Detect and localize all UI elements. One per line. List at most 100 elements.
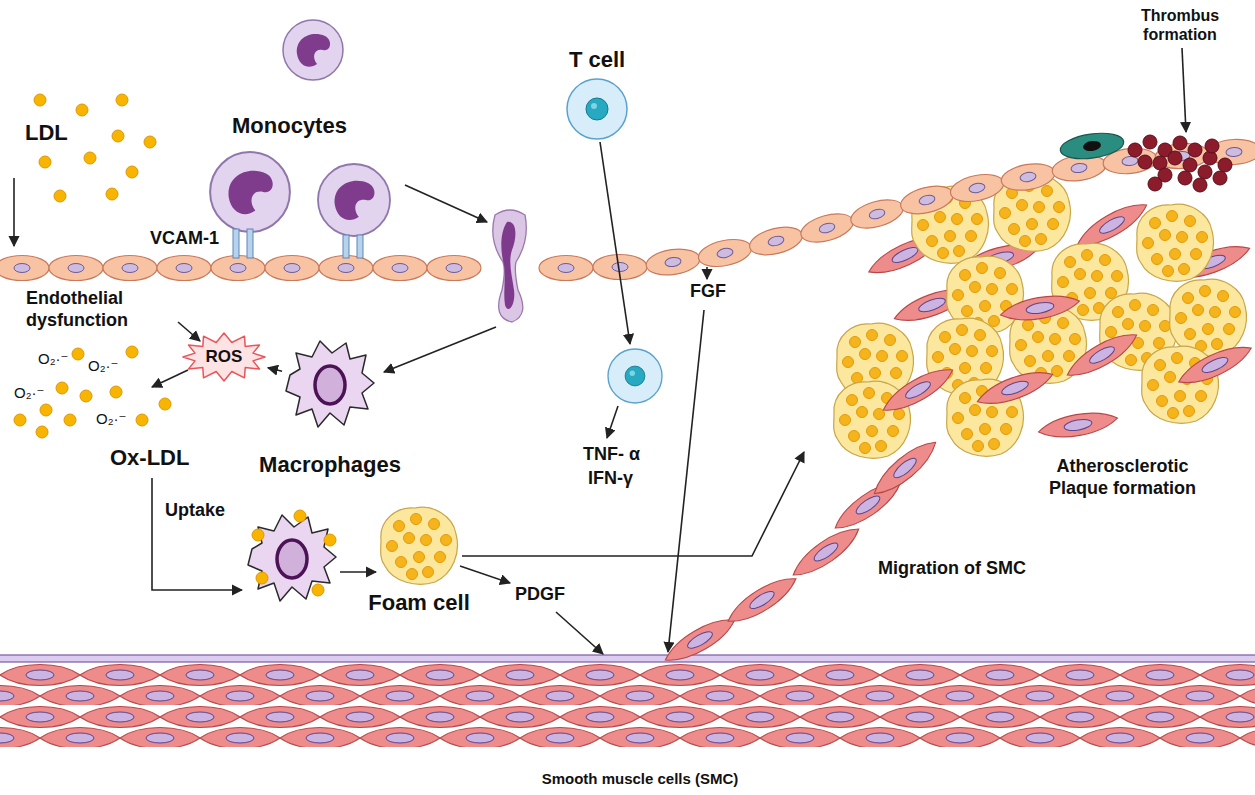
thrombus (1178, 171, 1192, 185)
process-label: Migration of SMC (878, 558, 1026, 580)
pathway-arrow (460, 566, 510, 583)
plaque-smooth-muscle-cells (1037, 408, 1119, 443)
endothelium (427, 256, 481, 281)
endothelium (898, 181, 956, 218)
process-label: Atherosclerotic Plaque formation (1030, 456, 1215, 499)
endothelium (319, 256, 373, 281)
uptake-macrophage (248, 510, 336, 601)
activated-endothelial-cell (1059, 130, 1126, 163)
pathway-arrow (340, 571, 376, 573)
transmigrating-monocyte (493, 210, 527, 322)
plaque-foam-cells (1137, 204, 1214, 281)
pathway-arrow (13, 178, 15, 246)
uptake-macrophage (252, 529, 264, 541)
molecule-label: Ox-LDL (110, 445, 189, 471)
foam-cell-node-outline (381, 507, 458, 584)
molecule-label: LDL (25, 120, 68, 146)
oxidised-ldl-particles (36, 426, 48, 438)
endothelium (948, 170, 1006, 206)
macrophage-node-shape (284, 337, 376, 429)
radical-label: O₂·⁻ (14, 384, 44, 402)
vcam-1-receptor (247, 229, 253, 258)
uptake-macrophage (312, 584, 324, 596)
smooth-muscle-layer (0, 663, 1255, 748)
cytokine-label: TNF- α (583, 444, 640, 466)
radical-label: O₂·⁻ (88, 357, 118, 375)
pathway-arrow (668, 310, 704, 652)
plaque-smooth-muscle-cells (1174, 339, 1255, 392)
vcam-1-receptor (343, 235, 349, 258)
growth-factor-label: FGF (690, 281, 726, 303)
node-heading: Foam cell (368, 590, 469, 616)
thrombus (1218, 158, 1232, 172)
annotation-label: Thrombus formation (1128, 6, 1232, 44)
pathway-arrow (556, 612, 603, 654)
uptake-macrophage (248, 515, 336, 601)
thrombus (1128, 143, 1142, 157)
thrombus (1198, 165, 1212, 179)
macrophage-node-outline (286, 341, 374, 427)
thrombus (1193, 178, 1207, 192)
thrombus (1183, 158, 1197, 172)
t-cell-node-outline (567, 79, 627, 139)
thrombus (1148, 177, 1162, 191)
pathway-arrow (152, 370, 188, 387)
monocytes (210, 20, 390, 236)
uptake-macrophage (256, 572, 268, 584)
endothelium (49, 256, 103, 281)
endothelium (373, 256, 427, 281)
thrombus (1213, 171, 1227, 185)
radical-label: O₂·⁻ (38, 350, 68, 368)
oxidised-ldl-particles (80, 390, 92, 402)
pathway-arrow (14, 48, 1186, 654)
pathway-arrow (706, 267, 708, 279)
migrating-smooth-muscle-cells (660, 434, 942, 669)
ldl-particles (39, 156, 51, 168)
endothelium (157, 256, 211, 281)
endothelium (0, 138, 1255, 280)
thrombus (1128, 135, 1232, 192)
thrombus (1138, 155, 1152, 169)
ldl-particles (34, 94, 46, 106)
t-cell-node-shape (565, 77, 629, 141)
migrating-smooth-muscle-cells (787, 520, 865, 583)
endothelium (211, 256, 265, 281)
activated-endothelial-cell (1082, 140, 1101, 152)
ldl-particles (54, 190, 66, 202)
process-label: Uptake (165, 500, 225, 522)
ldl-particles (84, 152, 96, 164)
endothelium (539, 256, 593, 281)
oxidised-ldl-particles (14, 414, 26, 426)
activated-endothelial-cell (1059, 130, 1126, 163)
ros-burst-node: ROS (182, 332, 266, 382)
plaque-smooth-muscle-cells (1062, 326, 1142, 384)
macrophage-node: Macrophages (284, 337, 376, 429)
vcam-1-receptor (233, 229, 239, 258)
node-text: ROS (206, 347, 243, 367)
pathway-arrow (1182, 48, 1186, 132)
layer-label: Smooth muscle cells (SMC) (440, 770, 840, 788)
endothelium (0, 256, 49, 281)
connector-arrow (268, 368, 282, 371)
pathway-arrow (405, 185, 487, 222)
ldl-particles (34, 94, 156, 202)
plaque-smooth-muscle-cells (878, 291, 1255, 443)
cell-label: Monocytes (232, 113, 347, 139)
endothelium (747, 222, 805, 259)
pathway-arrow (384, 327, 496, 372)
pathway-arrow (600, 142, 630, 344)
ldl-particles (126, 166, 138, 178)
oxidised-ldl-particles (159, 398, 171, 410)
endothelium (848, 195, 907, 234)
endothelium (265, 256, 319, 281)
thrombus (1143, 135, 1157, 149)
radical-label: O₂·⁻ (96, 410, 126, 428)
endothelium (999, 160, 1057, 194)
endothelium (103, 256, 157, 281)
ldl-particles (76, 104, 88, 116)
monocytes (318, 164, 390, 236)
thrombus (1205, 139, 1219, 153)
